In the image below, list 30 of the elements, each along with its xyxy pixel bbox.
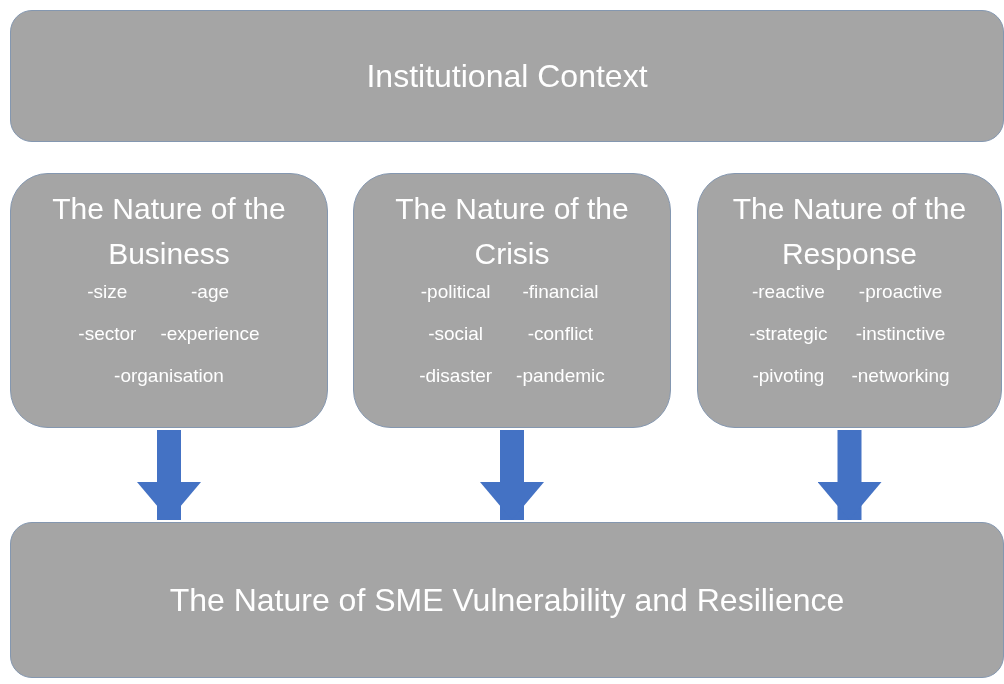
factor-item: -disaster	[419, 363, 493, 388]
box-heading: The Nature of the Crisis	[394, 191, 630, 272]
factor-item: -pivoting	[752, 363, 825, 388]
factor-box	[697, 173, 1002, 428]
factor-item: -conflict	[527, 321, 594, 346]
factor-item: -experience	[160, 321, 260, 346]
box-heading: The Nature of the Business	[51, 191, 287, 272]
factor-item: -social	[428, 321, 484, 346]
block-arrow	[137, 430, 201, 520]
factor-item: -sector	[78, 321, 137, 346]
block-arrow	[817, 430, 882, 520]
factor-item: -proactive	[858, 280, 943, 304]
factor-box	[353, 173, 671, 428]
context-box	[10, 522, 1004, 678]
factor-item: -pandemic	[516, 363, 605, 388]
block-arrow	[480, 430, 544, 520]
factor-item: -age	[191, 280, 230, 304]
factor-item: -organisation	[114, 363, 224, 388]
factor-item: -reactive	[751, 280, 825, 304]
box-heading: The Nature of the Response	[731, 191, 968, 272]
factor-item: -networking	[851, 363, 950, 388]
box-title: Institutional Context	[366, 57, 648, 96]
factor-item: -financial	[522, 280, 599, 304]
factor-item: -political	[420, 280, 491, 304]
factor-item: -size	[87, 280, 128, 304]
context-box	[10, 10, 1004, 142]
box-title: The Nature of SME Vulnerability and Resilience	[169, 581, 845, 620]
factor-box	[10, 173, 328, 428]
factor-item: -strategic	[749, 321, 828, 346]
factor-item: -instinctive	[855, 321, 946, 346]
